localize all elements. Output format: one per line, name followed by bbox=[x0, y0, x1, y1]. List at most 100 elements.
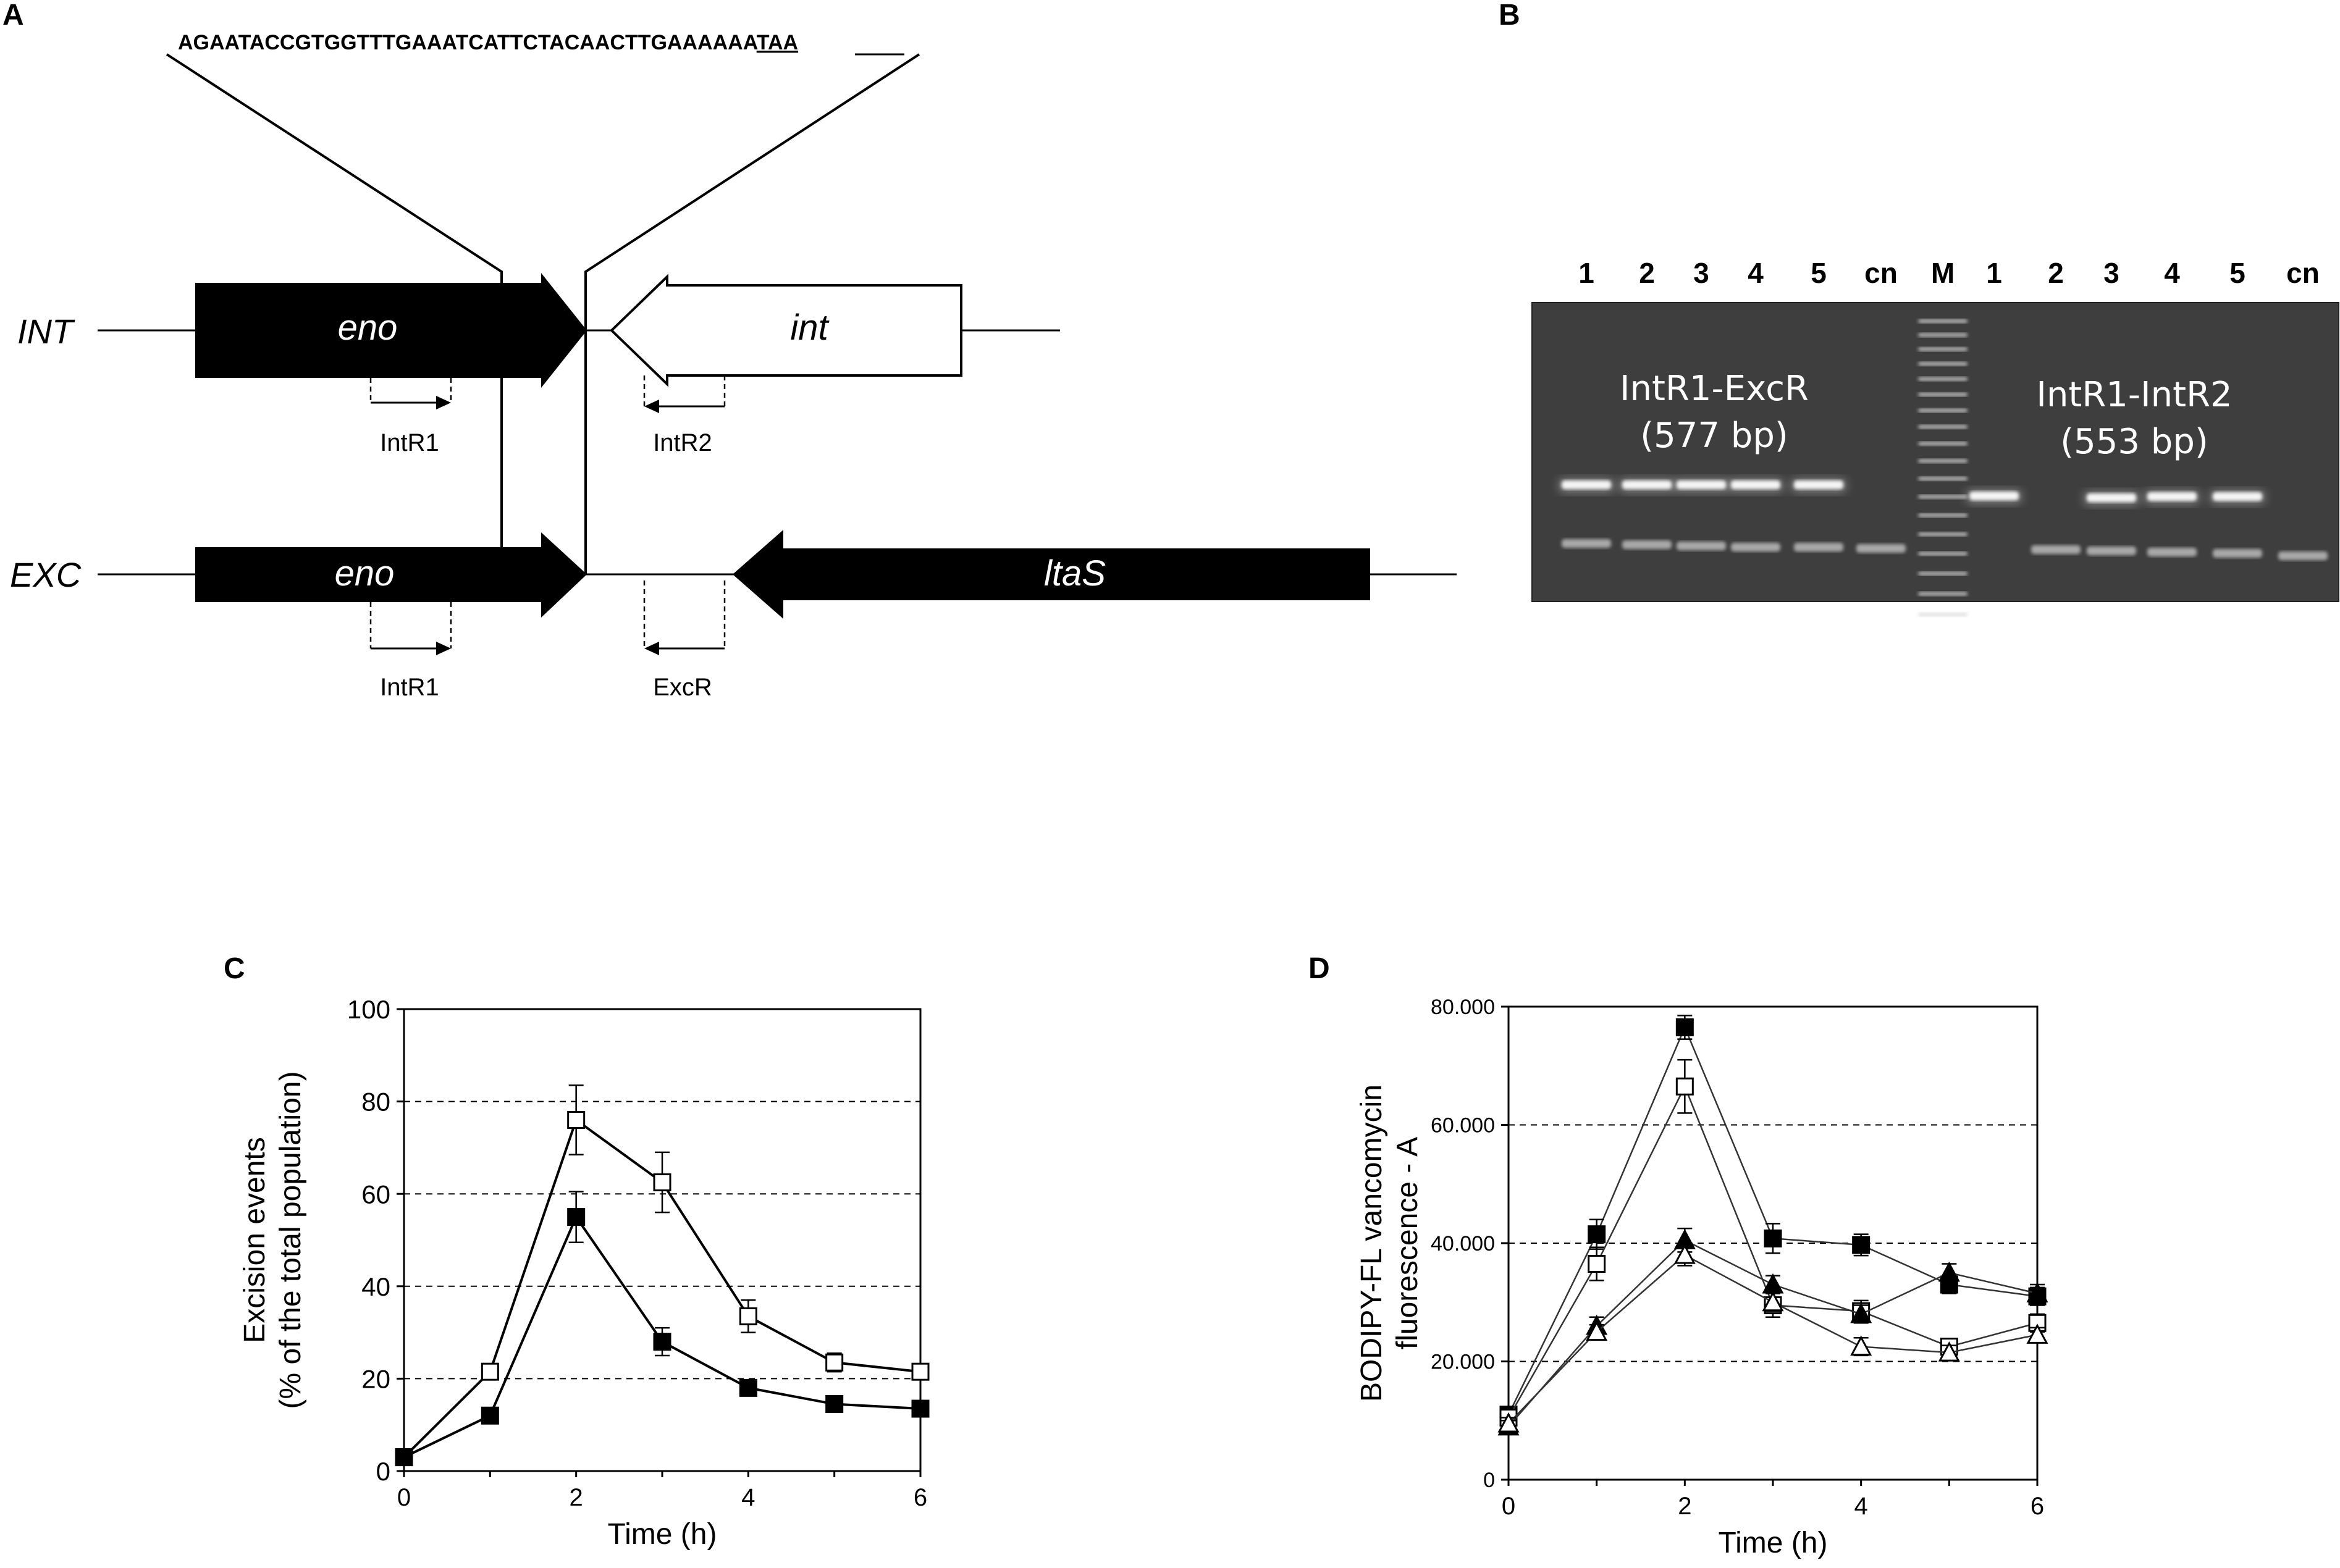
x-tick-label: 4 bbox=[1854, 1493, 1868, 1520]
gel-primer-band bbox=[1562, 539, 1611, 548]
zoom-line-right bbox=[584, 53, 920, 574]
data-point bbox=[739, 1307, 757, 1325]
x-tick-label: 2 bbox=[570, 1484, 583, 1511]
gel-lane-label: 3 bbox=[2103, 257, 2119, 289]
y-tick-label: 20.000 bbox=[1431, 1351, 1495, 1374]
gel-lane-label: 4 bbox=[1748, 257, 1764, 289]
primer-intr1-int-label: IntR1 bbox=[380, 429, 439, 456]
gel-lane-label: 5 bbox=[2229, 257, 2245, 289]
gel-lane-label: 1 bbox=[1986, 257, 2002, 289]
data-point bbox=[1762, 1273, 1784, 1294]
ladder-band bbox=[1918, 513, 1968, 518]
gel-lane-label: 2 bbox=[2048, 257, 2064, 289]
gel-lane-label: 4 bbox=[2164, 257, 2180, 289]
eno-gene-exc-label: eno bbox=[335, 553, 395, 593]
y-tick-label: 40.000 bbox=[1431, 1232, 1495, 1256]
gel-lane-label: 5 bbox=[1811, 257, 1827, 289]
data-point bbox=[1675, 1018, 1694, 1037]
left-product-name: IntR1-ExcR bbox=[1620, 369, 1809, 409]
gel-lane-label: M bbox=[1931, 257, 1955, 289]
data-point bbox=[1938, 1341, 1960, 1362]
gel-band bbox=[2213, 492, 2262, 501]
y-tick-label: 60 bbox=[361, 1180, 390, 1209]
y-tick-label: 60.000 bbox=[1431, 1114, 1495, 1138]
ladder-band bbox=[1918, 408, 1968, 413]
series-open-triangle bbox=[1497, 1243, 2048, 1433]
data-point bbox=[911, 1399, 930, 1418]
gel-band bbox=[1969, 492, 2019, 500]
ladder-band bbox=[1918, 319, 1968, 323]
right-product-size: (553 bp) bbox=[2060, 422, 2208, 462]
series-filled-triangle bbox=[1497, 1227, 2048, 1436]
ladder-band bbox=[1918, 362, 1968, 366]
sequence-main: AGAATACCGTGGTTTGAAATCATTCTACAACTTGAAAAAA bbox=[178, 31, 758, 54]
gel-band bbox=[1677, 480, 1726, 489]
y-axis-label: Excision events bbox=[238, 1137, 271, 1343]
gel-primer-band bbox=[2031, 545, 2081, 554]
primer-intr2-label: IntR2 bbox=[653, 429, 712, 456]
ltas-gene-label: ltaS bbox=[1044, 553, 1106, 593]
y-tick-label: 20 bbox=[361, 1365, 390, 1394]
data-point bbox=[1850, 1335, 1872, 1356]
series-filled-square bbox=[1499, 1015, 2047, 1424]
panel-c-letter: C bbox=[224, 952, 245, 985]
x-tick-label: 4 bbox=[741, 1484, 755, 1511]
data-point bbox=[1588, 1225, 1606, 1244]
data-point bbox=[1850, 1302, 1872, 1323]
x-tick-label: 6 bbox=[914, 1484, 927, 1511]
panel-b-letter: B bbox=[1499, 0, 1520, 31]
data-point bbox=[2026, 1323, 2048, 1344]
int-gene bbox=[610, 274, 962, 387]
gel-bands bbox=[1559, 319, 2328, 617]
x-axis-label: Time (h) bbox=[1719, 1527, 1828, 1559]
y-axis-label: BODIPY-FL vancomycin bbox=[1355, 1084, 1388, 1402]
exc-row-label: EXC bbox=[10, 555, 82, 594]
eno-gene-exc bbox=[195, 532, 587, 618]
data-point bbox=[1673, 1243, 1696, 1264]
panel-a-letter: A bbox=[2, 0, 24, 31]
left-product-size: (577 bp) bbox=[1640, 416, 1788, 456]
y-tick-label: 40 bbox=[361, 1272, 390, 1301]
y-axis-label: fluorescence - A bbox=[1391, 1137, 1424, 1349]
series-open-square bbox=[395, 1084, 930, 1467]
gel-primer-band bbox=[2278, 551, 2328, 560]
data-point bbox=[1497, 1412, 1520, 1433]
series-filled-square bbox=[395, 1191, 930, 1467]
y-tick-label: 100 bbox=[347, 995, 390, 1024]
gel-band bbox=[2087, 493, 2136, 502]
data-point bbox=[1586, 1320, 1608, 1341]
primer-intr1-exc-label: IntR1 bbox=[380, 674, 439, 701]
gel-lane-label: cn bbox=[2286, 257, 2320, 289]
eno-gene-int bbox=[195, 273, 587, 388]
data-point bbox=[911, 1362, 930, 1381]
x-axis-label: Time (h) bbox=[608, 1518, 717, 1551]
ladder-band bbox=[1918, 347, 1968, 351]
data-point bbox=[395, 1448, 413, 1467]
ladder-band bbox=[1918, 333, 1968, 337]
primer-excr bbox=[643, 581, 726, 655]
ladder-band bbox=[1918, 377, 1968, 381]
gel-primer-band bbox=[1856, 544, 1906, 553]
zoom-line-left bbox=[166, 53, 503, 574]
data-point bbox=[567, 1208, 586, 1226]
y-tick-label: 0 bbox=[1483, 1469, 1495, 1492]
gel-lane-label: 1 bbox=[1578, 257, 1594, 289]
ladder-band bbox=[1918, 459, 1968, 463]
data-point bbox=[1762, 1291, 1784, 1312]
gel-primer-band bbox=[1677, 542, 1726, 550]
gel-primer-band bbox=[1794, 543, 1843, 551]
primer-intr1-int bbox=[369, 378, 452, 409]
ladder-band bbox=[1918, 532, 1968, 537]
gel-band bbox=[2147, 492, 2197, 501]
ladder-band bbox=[1918, 392, 1968, 396]
right-product-name: IntR1-IntR2 bbox=[2036, 375, 2232, 415]
gel-band bbox=[1622, 480, 1672, 489]
data-point bbox=[739, 1378, 757, 1397]
data-point bbox=[825, 1353, 844, 1372]
gel-border bbox=[1531, 302, 2339, 602]
